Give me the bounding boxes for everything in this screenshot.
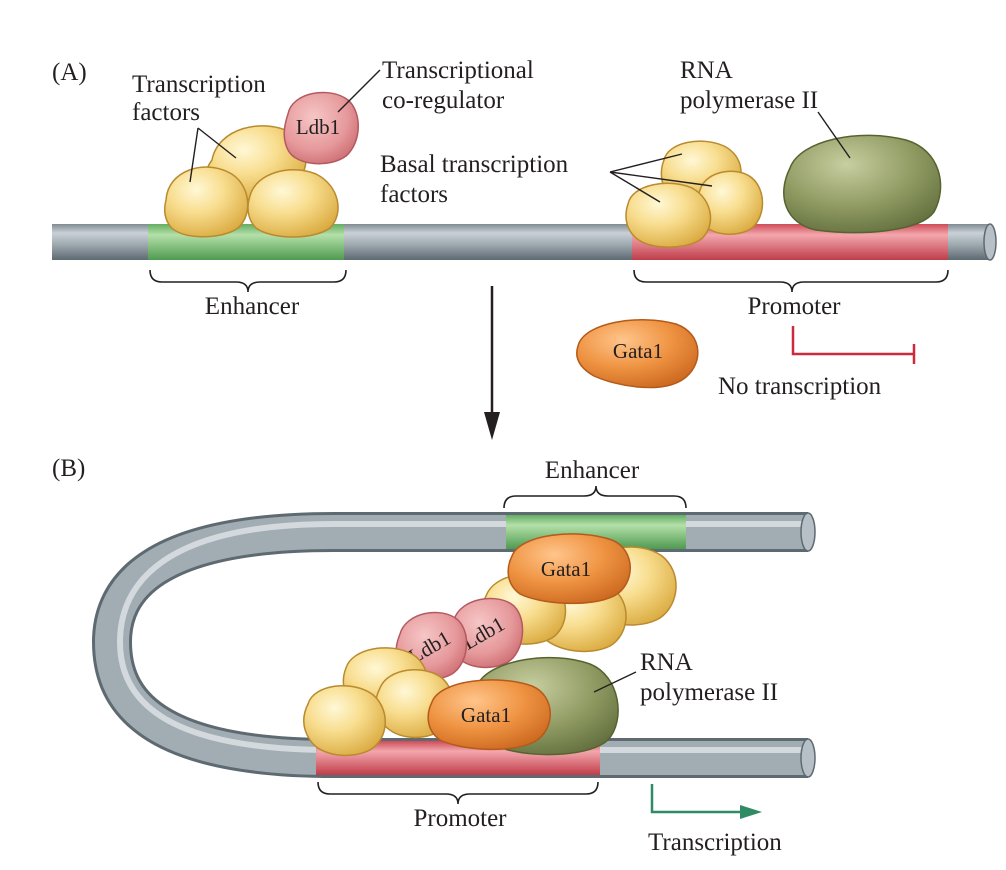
- enhancer-label-a: Enhancer: [205, 293, 300, 320]
- ldb1-label-a: Ldb1: [296, 115, 340, 139]
- basal-factors-pointer: [609, 153, 713, 203]
- gata1-label-top-b: Gata1: [541, 557, 591, 581]
- transcription-label: Transcription: [648, 829, 782, 856]
- gata1-label-a: Gata1: [613, 339, 663, 363]
- rna-polymerase-label-line2-b: polymerase II: [640, 679, 778, 706]
- rna-polymerase-pointer-a: [817, 111, 851, 159]
- enhancer-label-b: Enhancer: [545, 457, 640, 484]
- basal-factors-label-line2: factors: [380, 181, 448, 208]
- transcription-arrow: [650, 784, 762, 819]
- no-transcription-symbol: [791, 326, 916, 364]
- gata1-protein-bottom-b: Gata1: [427, 679, 551, 751]
- rna-polymerase-label-line2-a: polymerase II: [680, 87, 818, 114]
- transition-arrow: [484, 286, 500, 440]
- panel-a-label: (A): [52, 59, 87, 86]
- co-regulator-pointer: [337, 69, 381, 113]
- basal-factor-left: [625, 182, 712, 248]
- basal-factors-label-line1: Basal transcription: [380, 151, 569, 178]
- promoter-label-b: Promoter: [413, 805, 507, 832]
- promoter-brace-a: [633, 269, 949, 293]
- enhancer-brace-b: [503, 485, 687, 509]
- transcription-factors-label-line2: factors: [132, 99, 200, 126]
- enhancer-brace-a: [149, 269, 347, 293]
- transcription-factor-left: [164, 166, 249, 238]
- basal-transcription-factors-a: [625, 140, 764, 248]
- ldb1-protein-right-b: Ldb1: [449, 597, 524, 669]
- promoter-brace-b: [317, 781, 599, 805]
- gata1-free-a: Gata1: [576, 319, 699, 389]
- transcription-factors-a: [164, 125, 339, 238]
- co-regulator-label-line2: co-regulator: [382, 87, 505, 114]
- panel-b-label: (B): [52, 455, 85, 482]
- rna-polymerase-label-line1-a: RNA: [680, 57, 733, 84]
- co-regulator-label-line1: Transcriptional: [382, 57, 534, 84]
- promoter-label-a: Promoter: [747, 293, 841, 320]
- factor-b-lower-left: [303, 684, 386, 757]
- ldb1-protein-left-b: Ldb1: [395, 611, 468, 681]
- gata1-label-bottom-b: Gata1: [461, 703, 511, 727]
- transcription-factors-label-line1: Transcription: [132, 71, 266, 98]
- rna-polymerase-pointer-b: [593, 671, 637, 693]
- transcription-factors-pointer: [189, 127, 237, 183]
- no-transcription-label: No transcription: [718, 373, 882, 400]
- rna-polymerase-label-line1-b: RNA: [640, 649, 693, 676]
- gata1-protein-top-b: Gata1: [507, 533, 631, 605]
- transcription-factor-right: [247, 169, 339, 238]
- rna-polymerase-a: [783, 134, 942, 234]
